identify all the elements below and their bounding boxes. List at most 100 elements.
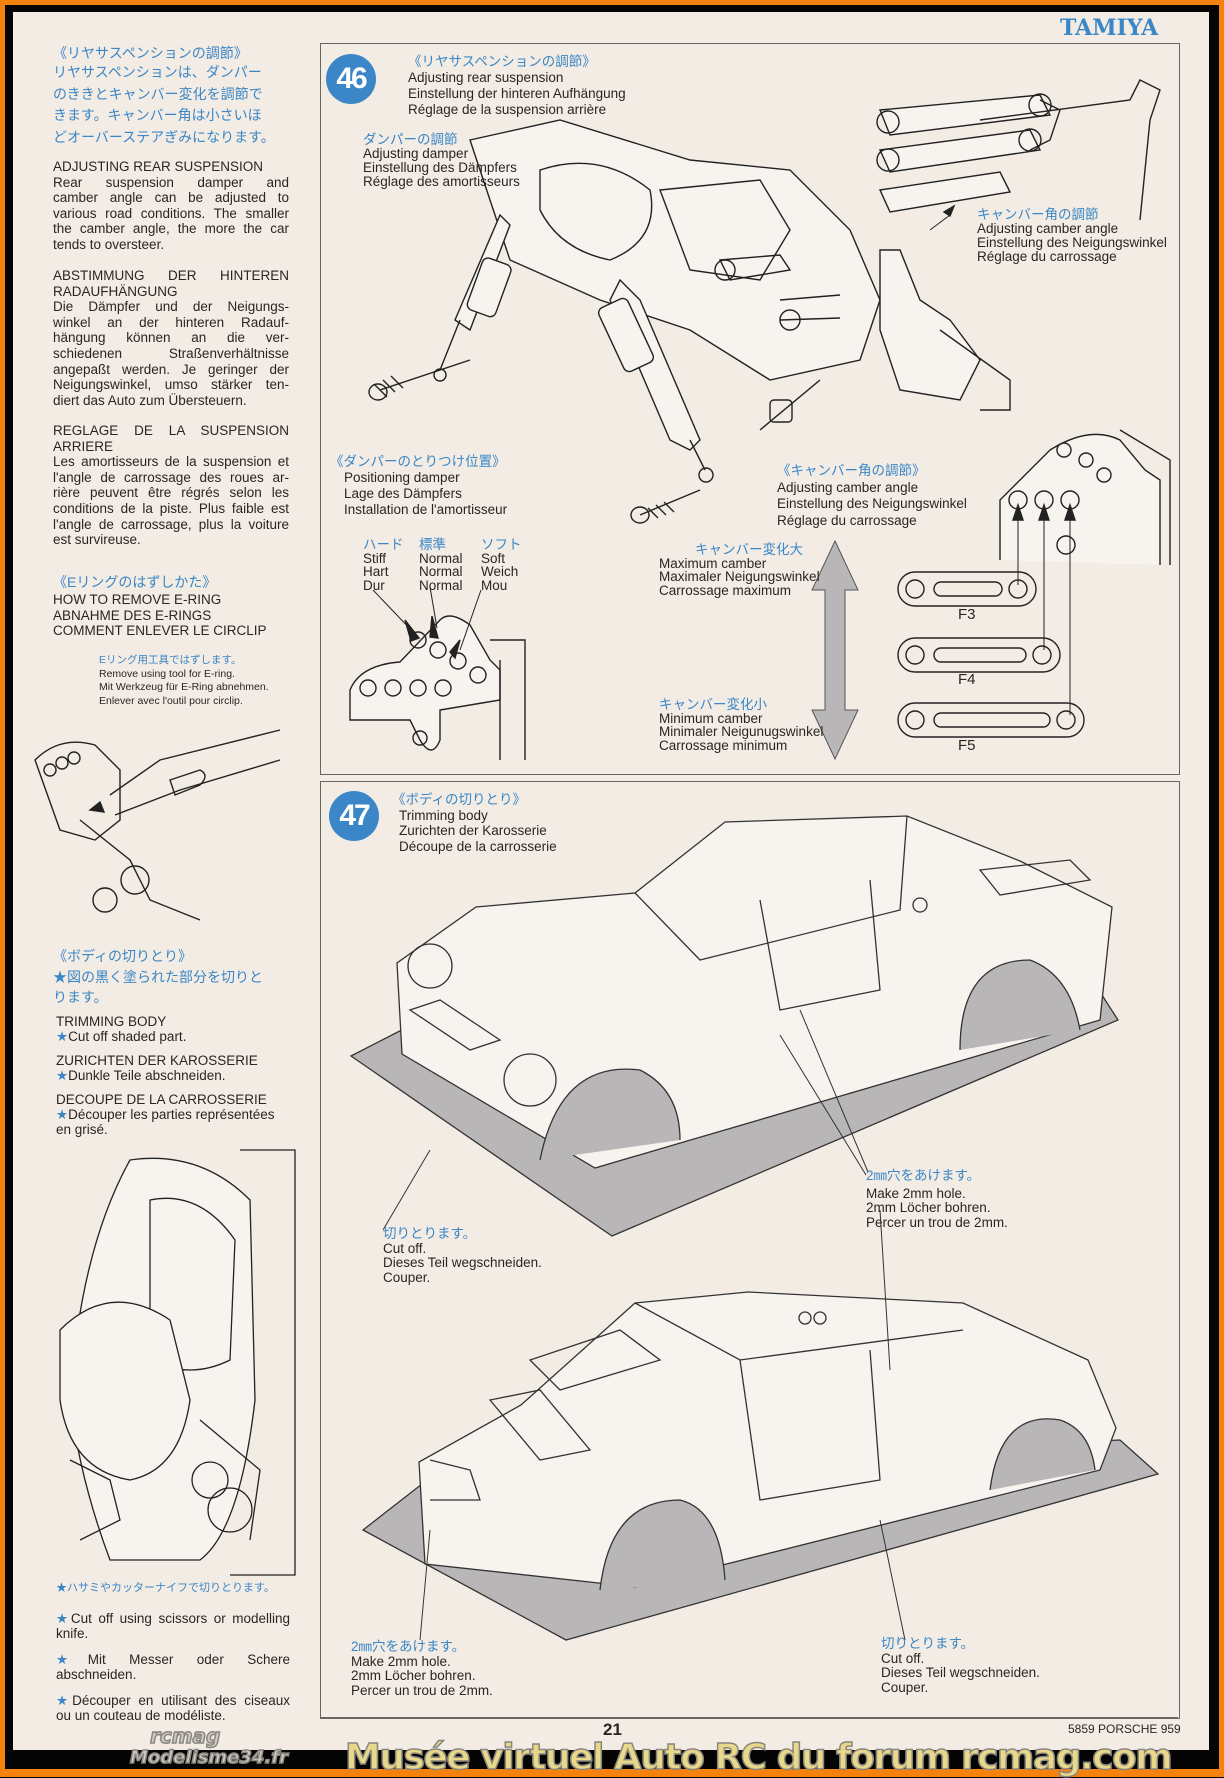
stiffness-stiff: ハード Stiff Hart Dur bbox=[363, 538, 404, 592]
e-ring-heading: HOW TO REMOVE E-RING ABNAHME DES E-RINGS… bbox=[53, 592, 267, 639]
rear-suspension-en: ADJUSTING REAR SUSPENSION Rear suspensio… bbox=[53, 159, 289, 253]
text-line: Stiff bbox=[363, 550, 387, 566]
text-line: Mit Messer oder Schere bbox=[87, 1652, 290, 1667]
damper-callout: ダンパーの調節 Adjusting damper Einstellung des… bbox=[363, 133, 520, 189]
jp-line: ★図の黒く塗られた部分を切りと bbox=[53, 968, 263, 985]
jp-line: ります。 bbox=[53, 989, 108, 1005]
text-line: Couper. bbox=[881, 1679, 929, 1695]
text-line: 2mm Löcher bohren. bbox=[866, 1200, 991, 1215]
text-line: angepaßt werden. Je geringer der bbox=[53, 361, 289, 377]
section-heading: DECOUPE DE LA CARROSSERIE bbox=[56, 1092, 267, 1107]
e-ring-jp-title: 《Eリングのはずしかた》 bbox=[53, 574, 217, 590]
jp-line: 2㎜穴をあけます。 bbox=[866, 1168, 981, 1183]
scissors-jp-note: ★ハサミやカッターナイフで切りとります。 bbox=[56, 1582, 275, 1594]
text-line: Lage des Dämpfers bbox=[344, 486, 462, 501]
jp-line: キャンバー変化大 bbox=[695, 542, 803, 557]
text-line: l'angle de carrossage, plus la voiture bbox=[53, 516, 289, 532]
section-heading: ARRIERE bbox=[53, 438, 114, 454]
footer-rule bbox=[320, 1717, 1178, 1718]
jp-line: ソフト bbox=[481, 537, 522, 552]
text-line: Cut off shaded part. bbox=[68, 1029, 187, 1044]
camber-adjust-title: 《キャンバー角の調節》 Adjusting camber angle Einst… bbox=[777, 463, 967, 529]
trimming-jp: 《ボディの切りとり》 ★図の黒く塗られた部分を切りと ります。 bbox=[53, 946, 263, 1008]
text-line: Normal bbox=[419, 550, 463, 566]
jp-line: きます。キャンバー角は小さいほ bbox=[53, 107, 262, 123]
text-line: abschneiden. bbox=[56, 1667, 137, 1682]
text-line: Normal bbox=[419, 564, 463, 579]
camber-range-double-arrow bbox=[811, 539, 859, 761]
step-46-badge: 46 bbox=[326, 54, 376, 104]
text-line: Percer un trou de 2mm. bbox=[866, 1214, 1008, 1230]
text-line: Remove using tool for E-ring. bbox=[99, 667, 235, 680]
text-line: Einstellung der hinteren Aufhängung bbox=[408, 86, 626, 101]
text-line: est survireuse. bbox=[53, 532, 141, 548]
text-line: Neigungswinkel, umso stärker ten- bbox=[53, 377, 289, 393]
jp-line: 《ボディの切りとり》 bbox=[392, 792, 527, 807]
scissors-notes: ★Cut off using scissors or modelling kni… bbox=[56, 1611, 290, 1723]
link-f4 bbox=[897, 637, 1061, 673]
text-line: HOW TO REMOVE E-RING bbox=[53, 592, 222, 607]
stiffness-soft: ソフト Soft Weich Mou bbox=[481, 538, 522, 592]
section-heading: TRIMMING BODY bbox=[56, 1014, 167, 1029]
text-line: Adjusting camber angle bbox=[977, 221, 1119, 236]
text-line: Mou bbox=[481, 577, 508, 593]
jp-line: ダンパーの調節 bbox=[363, 132, 458, 147]
text-line: Minimum camber bbox=[659, 710, 763, 726]
text-line: Cut off using scissors or modelling bbox=[70, 1611, 291, 1626]
text-line: Normal bbox=[419, 577, 463, 593]
jp-line: 《ボディの切りとり》 bbox=[53, 948, 193, 964]
hole-callout-top: 2㎜穴をあけます。 Make 2mm hole. 2mm Löcher bohr… bbox=[866, 1168, 1008, 1230]
text-line: Enlever avec l'outil pour circlip. bbox=[99, 694, 243, 707]
jp-line: Eリング用工具ではずします。 bbox=[99, 654, 242, 666]
link-parts-drawing bbox=[897, 571, 1085, 738]
link-f3-label: F3 bbox=[958, 606, 976, 623]
link-f3 bbox=[897, 571, 1037, 607]
section-heading: ADJUSTING REAR SUSPENSION bbox=[53, 159, 264, 174]
text-line: Dunkle Teile abschneiden. bbox=[68, 1068, 226, 1083]
step-47-panel bbox=[320, 781, 1180, 1719]
jp-line: ハード bbox=[363, 537, 404, 552]
text-line: COMMENT ENLEVER LE CIRCLIP bbox=[53, 623, 267, 639]
star-icon: ★ bbox=[56, 1107, 69, 1122]
jp-line: 《キャンバー角の調節》 bbox=[777, 463, 926, 478]
star-icon: ★ bbox=[56, 1068, 69, 1083]
text-line: Make 2mm hole. bbox=[866, 1185, 966, 1201]
text-line: Carrossage maximum bbox=[659, 582, 792, 598]
jp-line: 2㎜穴をあけます。 bbox=[351, 1639, 466, 1654]
text-line: Weich bbox=[481, 564, 519, 579]
text-line: Les amortisseurs de la suspension et bbox=[53, 454, 289, 470]
section-heading: RADAUFHÄNGUNG bbox=[53, 283, 178, 299]
text-line: Cut off. bbox=[881, 1650, 925, 1666]
trimming-notes: TRIMMING BODY ★Cut off shaded part. ZURI… bbox=[56, 1014, 274, 1137]
text-line: en grisé. bbox=[56, 1122, 108, 1137]
damper-mount-plate-drawing bbox=[349, 586, 526, 760]
cut-callout-top: 切りとります。 Cut off. Dieses Teil wegschneide… bbox=[383, 1226, 542, 1285]
text-line: Einstellung des Neigungswinkel bbox=[977, 235, 1167, 250]
link-f5-label: F5 bbox=[958, 737, 976, 754]
text-line: camber angle can be adjusted to bbox=[53, 190, 289, 206]
text-line: diert das Auto zum Übersteuern. bbox=[53, 392, 247, 408]
e-ring-pliers-drawing bbox=[34, 729, 281, 921]
text-line: Découper les parties représentées bbox=[68, 1107, 275, 1122]
text-line: conditions de la piste. Plus faible est bbox=[53, 500, 289, 516]
watermark-text: Musée virtuel Auto RC du forum rcmag.com bbox=[344, 1737, 1173, 1778]
star-icon: ★ bbox=[56, 1611, 71, 1626]
step-47-badge: 47 bbox=[329, 791, 379, 841]
min-camber-label: キャンバー変化小 Minimum camber Minimaler Neigun… bbox=[659, 698, 823, 752]
text-line: Soft bbox=[481, 550, 506, 566]
jp-line: 《リヤサスペンションの調節》 bbox=[408, 54, 596, 69]
text-line: Trimming body bbox=[399, 807, 488, 823]
body-top-view-drawing bbox=[349, 815, 1119, 1237]
text-line: tends to oversteer. bbox=[53, 236, 165, 252]
text-line: Maximaler Neigungswinkel bbox=[659, 569, 820, 584]
watermark-logo-modelisme34: Modelisme34.fr bbox=[129, 1747, 288, 1768]
body-three-quarter-view-drawing bbox=[361, 1209, 1160, 1641]
rear-suspension-drawing bbox=[368, 79, 1161, 524]
text-line: Réglage de la suspension arrière bbox=[408, 102, 607, 117]
page-number: 21 bbox=[603, 1720, 622, 1739]
rear-suspension-jp-title: 《リヤサスペンションの調節》 bbox=[53, 45, 248, 61]
link-f5 bbox=[897, 702, 1085, 738]
text-line: various road conditions. The smaller bbox=[53, 205, 289, 221]
text-line: Positioning damper bbox=[344, 470, 460, 485]
e-ring-tool-note: Eリング用工具ではずします。 Remove using tool for E-r… bbox=[99, 654, 269, 708]
